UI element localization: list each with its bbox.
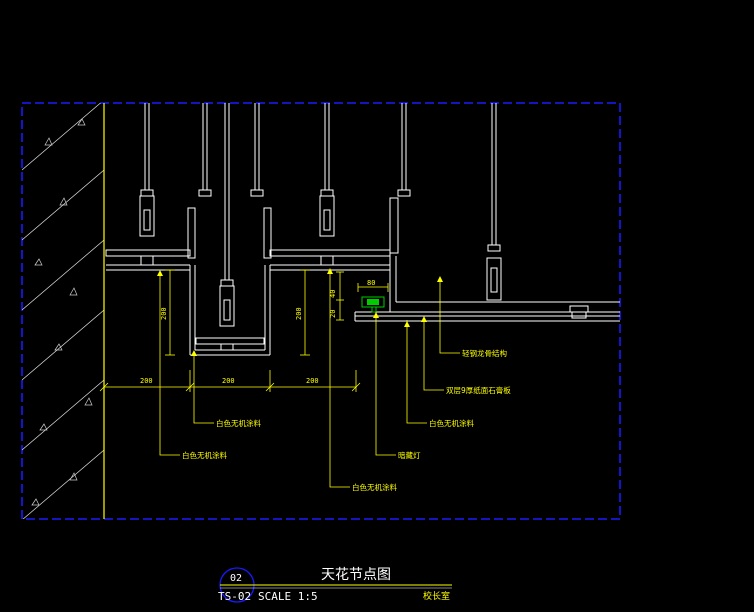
- drawing-border: [21, 102, 621, 520]
- step-and-lower-ceiling: [354, 197, 620, 322]
- recessed-trough: [187, 207, 272, 356]
- dim-width-right: 200: [306, 377, 319, 385]
- suspension-rods: [144, 103, 497, 280]
- dimension-lines: [99, 269, 389, 392]
- concealed-light-tube: [367, 299, 379, 305]
- label-white-paint-left: 白色无机涂料: [182, 450, 227, 460]
- drawing-code: TS-02: [218, 590, 251, 603]
- upper-ceiling: [105, 249, 391, 271]
- dim-width-left: 200: [140, 377, 153, 385]
- title-block: 02 TS-02 SCALE 1:5 天花节点图 校长室: [218, 567, 452, 603]
- hanger-clips: [139, 189, 502, 327]
- label-light-steel-keel: 轻钢龙骨结构: [462, 348, 507, 358]
- drawing-scale: SCALE 1:5: [258, 590, 318, 603]
- leader-lines: [159, 270, 460, 488]
- label-gypsum-board: 双层9厚纸面石膏板: [446, 385, 511, 395]
- label-white-paint-right: 白色无机涂料: [429, 418, 474, 428]
- leader-arrows: [157, 268, 443, 356]
- title-circle-number: 02: [230, 573, 242, 584]
- drawing-title: 天花节点图: [321, 567, 391, 583]
- dim-step-40: 40: [329, 290, 337, 298]
- dim-width-middle: 200: [222, 377, 235, 385]
- dim-step-80: 80: [367, 279, 375, 287]
- label-concealed-light: 暗藏灯: [398, 450, 421, 460]
- label-white-paint-bottom: 白色无机涂料: [352, 482, 397, 492]
- label-white-paint-middle: 白色无机涂料: [216, 418, 261, 428]
- room-name: 校长室: [423, 590, 450, 602]
- dim-height-right: 200: [295, 307, 303, 320]
- concrete-wall: [22, 103, 105, 519]
- dim-step-20: 20: [329, 310, 337, 318]
- dim-height-left: 200: [160, 307, 168, 320]
